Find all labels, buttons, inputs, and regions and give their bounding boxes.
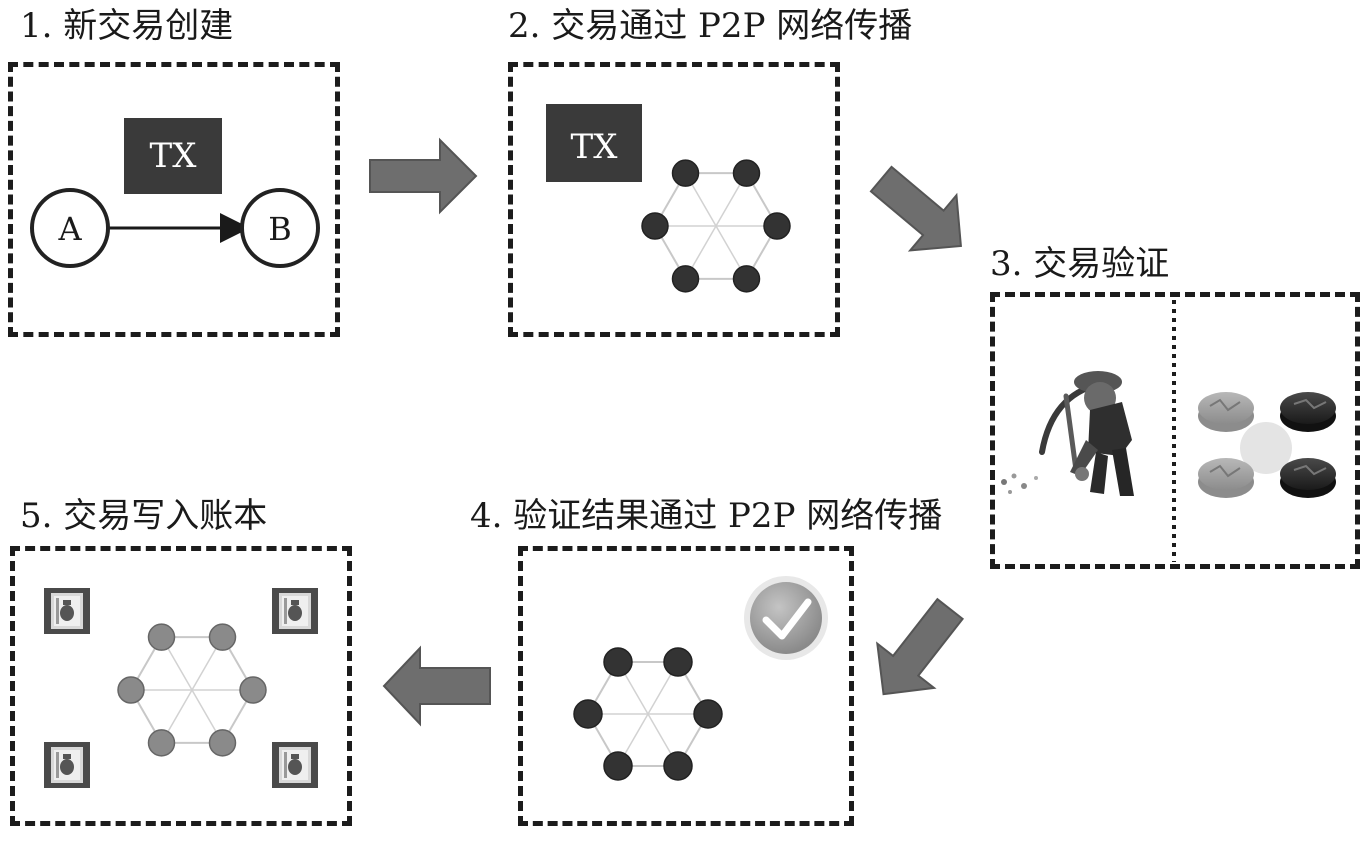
step-1-title: 1. 新交易创建: [20, 6, 234, 46]
new-transaction-graphic: TX A B: [30, 118, 320, 268]
flow-arrow-icon: [369, 137, 478, 215]
flow-arrows: [369, 137, 965, 727]
network-node: [663, 751, 693, 781]
receiver-node: [240, 188, 320, 268]
ledger-book-icon: [44, 742, 90, 788]
flow-arrow-icon: [876, 597, 965, 696]
network-node: [732, 159, 761, 187]
tx-label-1: TX: [150, 136, 198, 176]
network-node: [693, 699, 723, 729]
ledger-book-icon: [272, 742, 318, 788]
network-node: [208, 729, 237, 757]
step-4-title: 4. 验证结果通过 P2P 网络传播: [470, 496, 943, 536]
sender-label: A: [57, 210, 82, 248]
flow-arrow-icon: [382, 645, 491, 727]
ledger-book-icon: [272, 588, 318, 634]
network-node: [208, 623, 237, 651]
network-node: [117, 676, 145, 704]
miner-pickaxe-icon: [1001, 371, 1134, 496]
network-node: [147, 729, 176, 757]
network-node: [239, 676, 267, 704]
flow-arrow-icon: [869, 165, 962, 252]
p2p-network-icon: [573, 647, 723, 781]
receiver-label: B: [268, 210, 292, 248]
network-node: [603, 647, 633, 677]
p2p-network-icon: [117, 623, 267, 757]
ledger-graphic: [44, 588, 318, 788]
network-node: [603, 751, 633, 781]
network-link: [684, 172, 748, 280]
tx-box: [546, 104, 642, 182]
sender-node: [30, 188, 110, 268]
network-node: [671, 265, 700, 293]
network-link: [160, 636, 224, 744]
tx-label-2: TX: [571, 127, 619, 167]
network-node: [573, 699, 603, 729]
step-2-title: 2. 交易通过 P2P 网络传播: [508, 6, 913, 46]
network-node: [671, 159, 700, 187]
broadcast-graphic: TX: [546, 104, 791, 293]
validation-disk-icon: [1198, 392, 1336, 498]
network-link: [617, 661, 679, 767]
checkmark-icon: [744, 576, 828, 660]
verification-graphic: [1001, 300, 1336, 562]
network-node: [147, 623, 176, 651]
step-5-title: 5. 交易写入账本: [20, 496, 268, 536]
network-node: [763, 212, 791, 240]
tx-box: [124, 118, 222, 194]
network-node: [641, 212, 669, 240]
p2p-network-icon: [641, 159, 791, 293]
step-3-title: 3. 交易验证: [990, 244, 1170, 284]
ledger-book-icon: [44, 588, 90, 634]
network-node: [663, 647, 693, 677]
network-node: [732, 265, 761, 293]
result-broadcast-graphic: [573, 576, 828, 781]
